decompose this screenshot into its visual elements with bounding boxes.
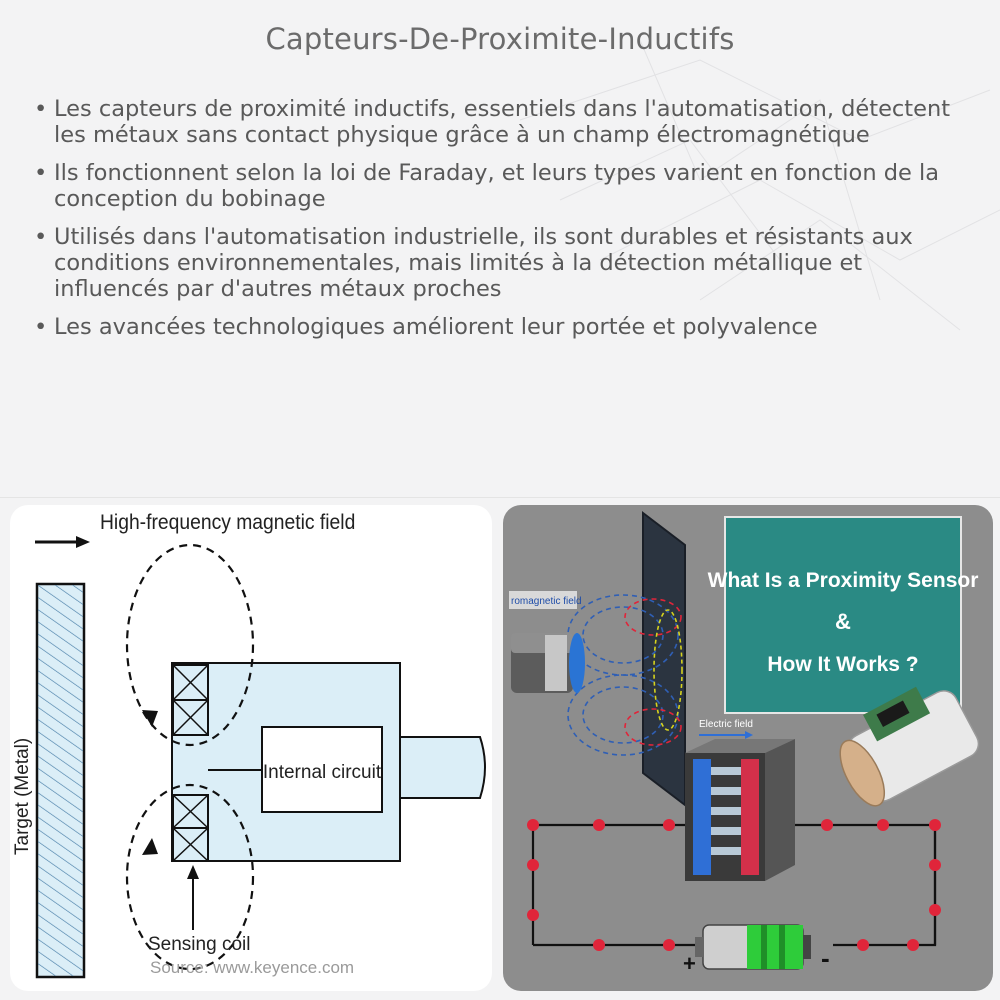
page-title: Capteurs-De-Proximite-Inductifs [265,22,735,56]
metal-plate [642,510,686,808]
banner-line1: What Is a Proximity Sensor [708,569,979,592]
field-direction-arrow-icon [35,536,90,548]
bullet-dot-icon: • [34,314,48,340]
bullet-text: Les avancées technologiques améliorent l… [54,314,818,340]
field-arrow-icon [142,838,158,855]
source-label: Source: www.keyence.com [150,958,354,977]
bullet-text: Les capteurs de proximité inductifs, ess… [54,96,951,148]
battery-plus: + [683,951,696,976]
bullet-list: •Les capteurs de proximité inductifs, es… [28,96,978,352]
field-label: High-frequency magnetic field [100,511,355,534]
electric-field-label: Electric field [699,719,753,730]
bullet-item: •Les capteurs de proximité inductifs, es… [28,96,978,148]
bullet-dot-icon: • [34,96,48,122]
coil-bottom [172,794,209,862]
bullet-text: Utilisés dans l'automatisation industrie… [54,224,913,302]
field-arrow-icon [142,710,158,727]
title-banner [724,516,962,714]
section-divider [0,497,1000,498]
sensor-cable [399,736,486,799]
internal-circuit-box [261,726,383,813]
em-field-label: romagnetic field [511,596,582,607]
bullet-item: •Les avancées technologiques améliorent … [28,314,978,340]
bullet-item: •Utilisés dans l'automatisation industri… [28,224,978,302]
charge-dots [527,819,941,951]
battery-minus: - [821,943,830,973]
magnetic-field-loops [125,543,255,971]
inductive-sensor-diagram: High-frequency magnetic field Target (Me… [10,505,492,991]
banner-line2: & [835,609,851,634]
battery-icon [695,924,811,970]
banner-line3: How It Works ? [767,653,918,676]
capacitor-block [685,739,795,881]
proximity-sensor-illustration: romagnetic field What Is a Proximity Sen… [503,505,993,991]
background-network-pattern [519,39,1000,331]
bullet-text: Ils fonctionnent selon la loi de Faraday… [54,160,940,212]
bullet-item: •Ils fonctionnent selon la loi de Farada… [28,160,978,212]
sensor-cylinder-right [839,686,980,807]
bullet-dot-icon: • [34,224,48,250]
target-label: Target (Metal) [12,738,33,855]
sensor-cylinder-left [511,633,585,693]
coil-top [172,664,209,736]
sensing-coil-label: Sensing coil [148,934,250,955]
internal-circuit-label: Internal circuit [263,762,382,783]
bullet-dot-icon: • [34,160,48,186]
